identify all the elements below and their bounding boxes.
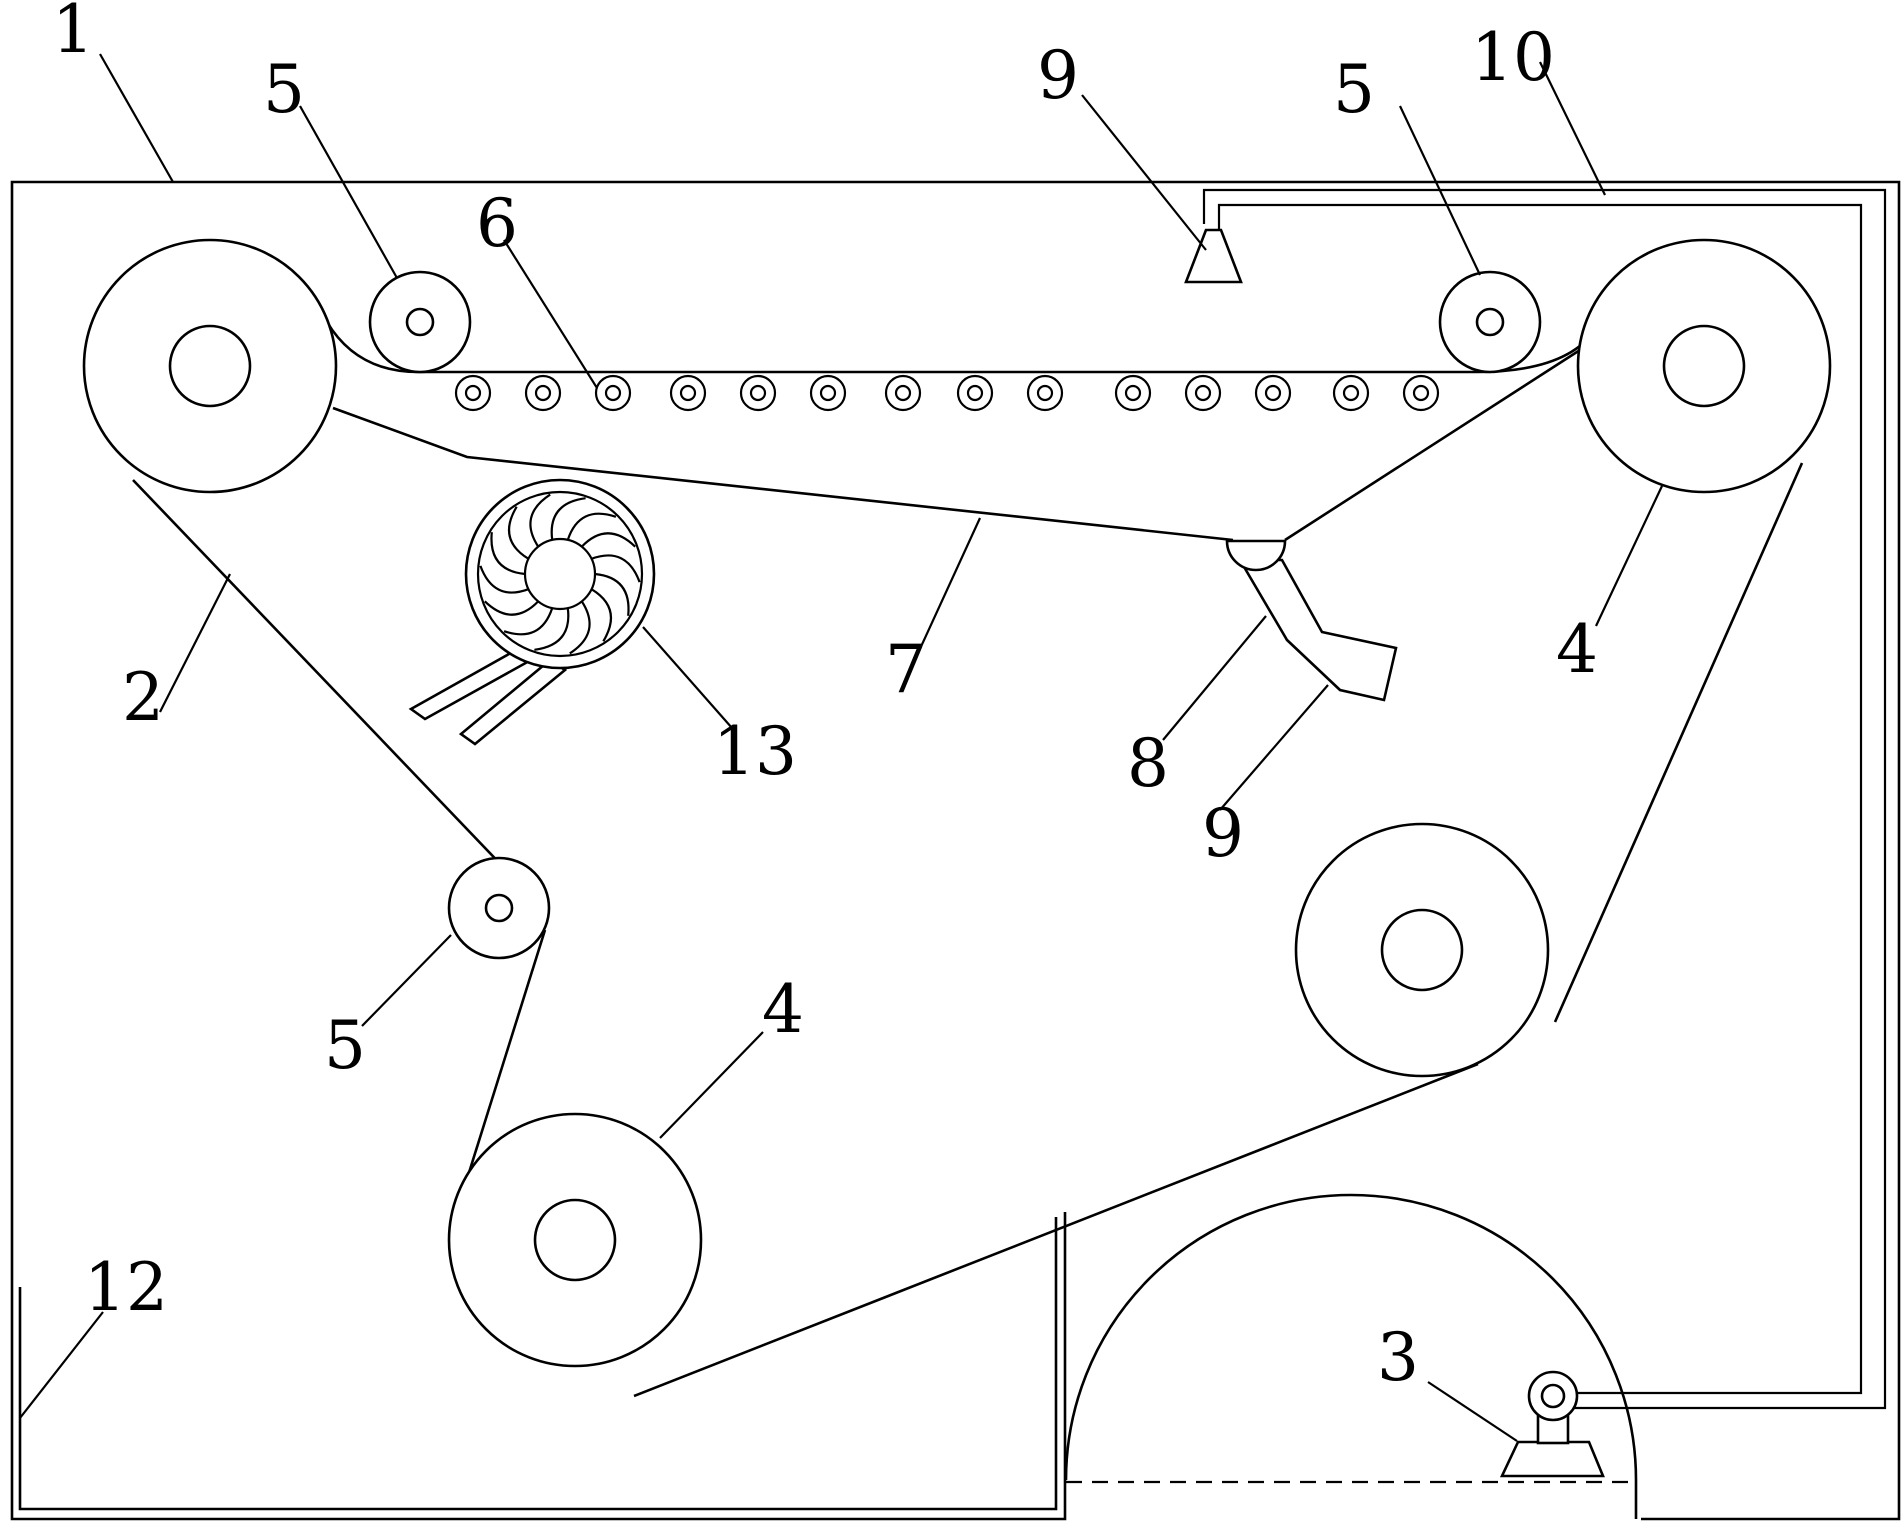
label-7: 7 — [885, 631, 927, 708]
water-pipe — [1202, 188, 1887, 1410]
support-roller — [524, 374, 562, 412]
label-8: 8 — [1127, 725, 1169, 802]
housing-frame — [10, 180, 1901, 1521]
support-roller — [956, 374, 994, 412]
support-roller — [1114, 374, 1152, 412]
main-roller-top-right — [1576, 238, 1832, 494]
label-5-top-left: 5 — [263, 51, 305, 128]
support-roller — [1026, 374, 1064, 412]
label-13: 13 — [713, 713, 797, 790]
spray-nozzle-top — [1184, 228, 1243, 284]
support-roller — [884, 374, 922, 412]
scraper-plate — [332, 348, 1581, 542]
guide-roller-left — [447, 856, 551, 960]
fan-blade — [590, 588, 612, 642]
fan — [408, 478, 656, 746]
label-2: 2 — [122, 659, 164, 736]
label-5-top-right: 5 — [1333, 51, 1375, 128]
collection-tank — [18, 1217, 1058, 1511]
support-roller — [1402, 374, 1440, 412]
water-pump — [1499, 1370, 1605, 1478]
fan-blade — [591, 554, 641, 583]
fan-blades — [479, 493, 641, 655]
label-10: 10 — [1471, 19, 1555, 96]
main-roller-top-left — [82, 238, 338, 494]
conveyor-belt — [132, 321, 1804, 1398]
fan-blade — [529, 493, 551, 548]
support-roller — [1184, 374, 1222, 412]
label-9-lower: 9 — [1202, 795, 1244, 872]
fan-blade — [550, 497, 586, 541]
guide-roller-top-right — [1438, 270, 1542, 374]
reference-numerals: 1 5 9 5 10 6 2 7 13 8 9 4 5 4 3 12 — [52, 0, 1598, 1396]
fan-blade — [490, 532, 526, 576]
fan-blade — [569, 600, 591, 655]
fan-blade — [594, 572, 630, 616]
fan-blade — [479, 565, 529, 594]
guide-roller-top-left — [368, 270, 472, 374]
label-4-right: 4 — [1556, 611, 1598, 688]
label-4-bottom: 4 — [762, 971, 804, 1048]
label-3: 3 — [1377, 1319, 1419, 1396]
support-roller — [809, 374, 847, 412]
support-roller — [739, 374, 777, 412]
label-5-left: 5 — [324, 1007, 366, 1084]
leader-lines — [19, 53, 1663, 1442]
fan-blade — [503, 607, 554, 636]
fan-blade — [566, 512, 617, 541]
fan-blade — [508, 506, 530, 560]
label-6: 6 — [476, 185, 518, 262]
support-roller — [454, 374, 492, 412]
water-tank — [1064, 1193, 1638, 1519]
support-roller — [1254, 374, 1292, 412]
label-12: 12 — [84, 1249, 168, 1326]
fan-blade — [484, 600, 539, 616]
support-roller — [669, 374, 707, 412]
main-roller-bottom-left — [447, 1112, 703, 1368]
fan-blade — [534, 607, 570, 651]
support-roller — [594, 374, 632, 412]
support-rollers — [454, 374, 1440, 412]
brush-assembly — [1225, 539, 1398, 702]
fan-blade — [581, 532, 636, 548]
main-roller-bottom-right — [1294, 822, 1550, 1078]
support-roller — [1332, 374, 1370, 412]
label-1: 1 — [52, 0, 94, 68]
label-9-top: 9 — [1037, 37, 1079, 114]
